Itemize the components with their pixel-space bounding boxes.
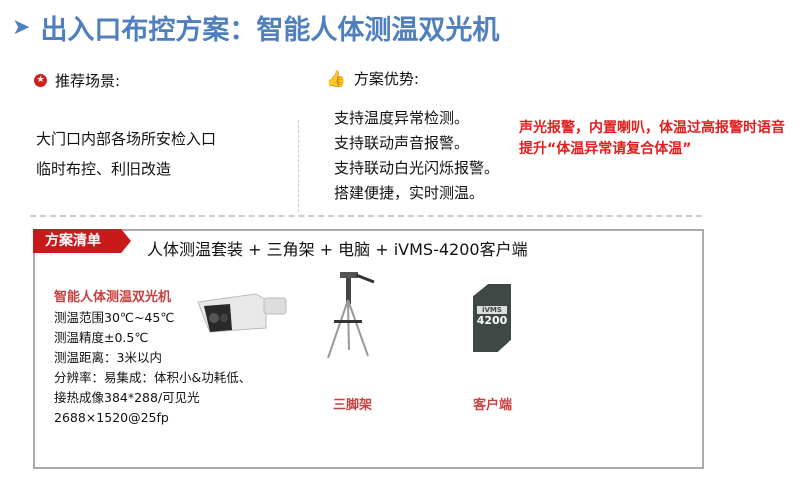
recommend-label: 推荐场景: (55, 72, 121, 90)
spec-line: 测温距离：3米以内 (54, 350, 162, 365)
divider (298, 120, 299, 212)
spec-line: 分辨率：易集成：体积小&功耗低、 (54, 370, 252, 385)
recommend-header: ★ 推荐场景: (34, 70, 120, 91)
spec-line: 测温范围30℃~45℃ (54, 310, 175, 325)
title-text: 出入口布控方案：智能人体测温双光机 (40, 15, 500, 46)
page-title: ➤ 出入口布控方案：智能人体测温双光机 (12, 8, 499, 47)
spec-line: 2688×1520@25fp (54, 410, 169, 425)
recommend-item: 临时布控、利旧改造 (36, 160, 172, 178)
spec-line: 测温精度±0.5℃ (54, 330, 149, 345)
alarm-note: 声光报警，内置喇叭，体温过高报警时语音提升“体温异常请复合体温” (519, 120, 785, 157)
divider (30, 215, 702, 217)
product-specs: 测温范围30℃~45℃ 测温精度±0.5℃ 测温距离：3米以内 分辨率：易集成：… (54, 308, 251, 428)
advantage-item: 支持联动声音报警。 (334, 134, 470, 152)
thumbs-up-icon: 👍 (326, 69, 346, 88)
ivms-logo: iVMS 4200 (473, 284, 511, 352)
advantage-item: 支持联动白光闪烁报警。 (334, 159, 500, 177)
ivms-logo-number: 4200 (476, 314, 508, 327)
ivms-logo-text: iVMS (477, 306, 507, 314)
advantage-header: 👍 方案优势: (326, 68, 419, 89)
advantage-item: 支持温度异常检测。 (334, 109, 470, 127)
tripod-caption: 三脚架 (333, 398, 373, 413)
advantage-item: 搭建便捷，实时测温。 (334, 184, 485, 202)
recommend-list: 大门口内部各场所安检入口 临时布控、利旧改造 (36, 124, 216, 184)
tripod-image (327, 272, 375, 359)
recommend-item: 大门口内部各场所安检入口 (36, 130, 217, 148)
advantage-label: 方案优势: (353, 70, 419, 88)
solution-list-tag: 方案清单 (33, 229, 131, 253)
solution-list-box (33, 229, 704, 469)
star-icon: ★ (34, 74, 47, 87)
product-name: 智能人体测温双光机 (54, 290, 172, 305)
solution-headline: 人体测温套装 + 三角架 + 电脑 + iVMS-4200客户端 (147, 240, 528, 259)
advantage-list: 支持温度异常检测。 支持联动声音报警。 支持联动白光闪烁报警。 搭建便捷，实时测… (334, 106, 499, 206)
client-caption: 客户端 (473, 398, 513, 413)
spec-line: 接热成像384*288/可见光 (54, 390, 200, 405)
arrow-icon: ➤ (12, 15, 31, 40)
camera-image (197, 293, 287, 333)
